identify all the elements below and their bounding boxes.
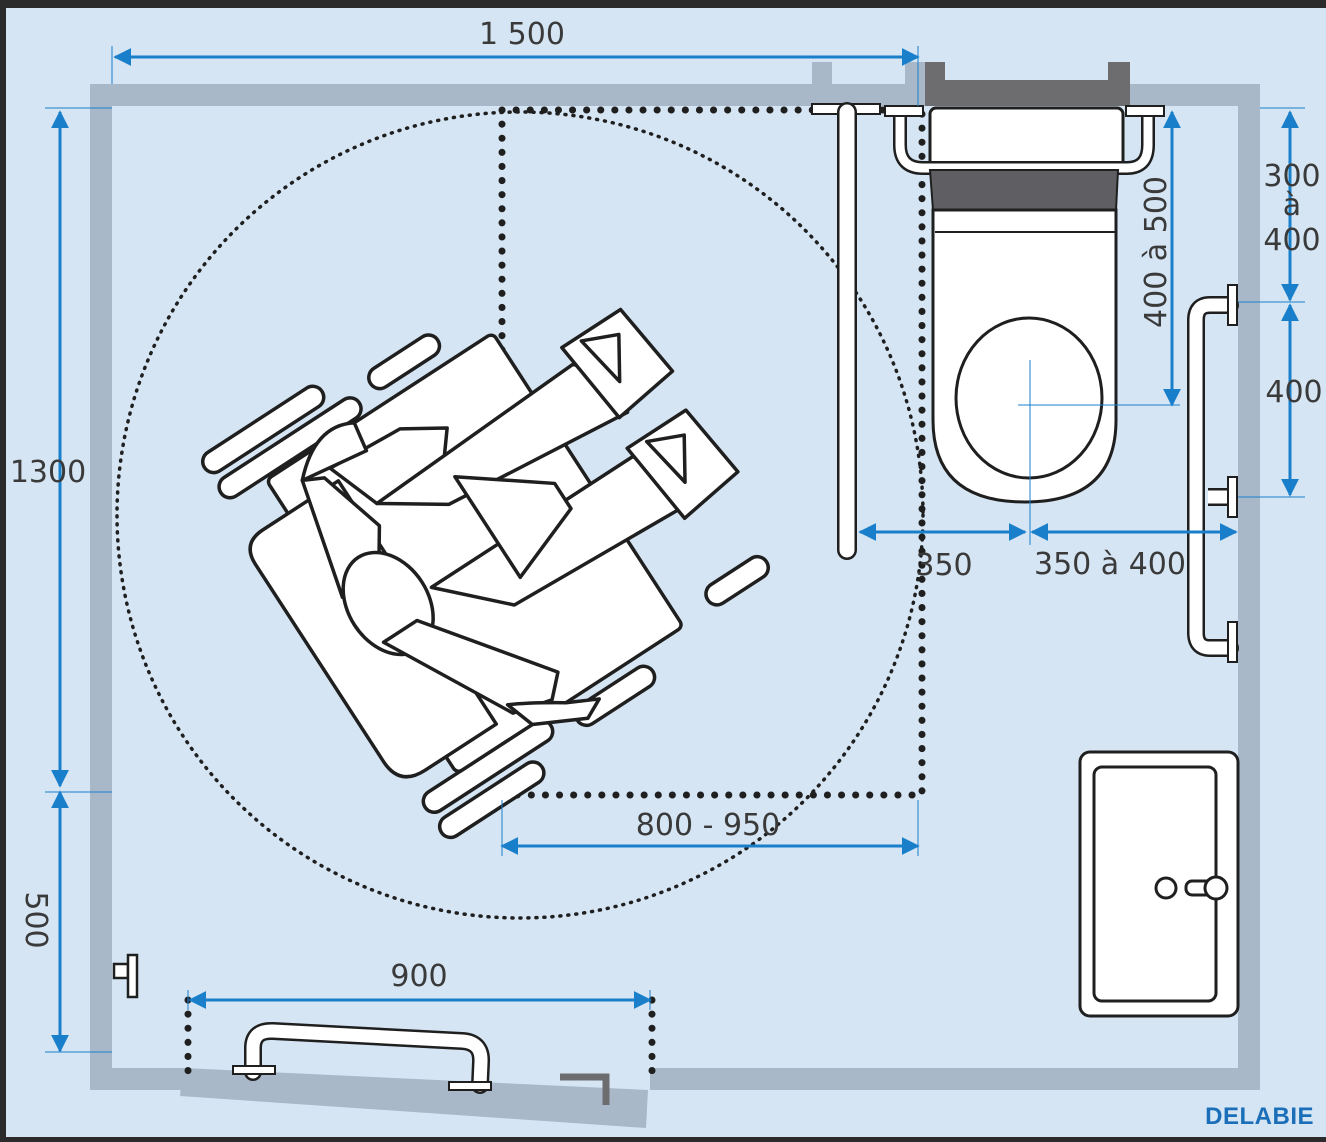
wall-grab-bar [1187, 284, 1239, 663]
label-bar-height-line3: 400 [1263, 223, 1320, 258]
toilet-icon [884, 105, 1165, 504]
washbasin-icon [1078, 750, 1240, 1018]
door-handle [560, 1073, 610, 1105]
door-stop [112, 953, 139, 999]
label-bar-offset: 400 à 500 [1139, 176, 1174, 328]
cistern [812, 62, 1130, 106]
door-grab-bar [232, 1021, 492, 1094]
label-bar-height-line2: à [1283, 188, 1301, 223]
turning-circle [115, 110, 925, 920]
label-room-depth: 1300 [10, 455, 86, 490]
label-door-offset: 500 [18, 891, 53, 948]
extension-lines [45, 46, 1305, 1053]
label-bar-length: 400 [1265, 375, 1322, 410]
wall-bottom-right [650, 1068, 1260, 1090]
room-walls [90, 84, 1260, 1128]
wall-left [90, 84, 112, 1090]
wheelchair-user-icon [201, 307, 770, 840]
door-swing-markers [184, 996, 656, 1079]
brand-logo: DELABIE [1205, 1103, 1314, 1130]
label-room-width: 1 500 [479, 17, 565, 52]
door-leaf [180, 1068, 648, 1128]
label-axis-to-wall: 350 à 400 [1034, 547, 1186, 582]
label-bar-height-line1: 300 [1263, 159, 1320, 194]
label-door-width: 900 [390, 959, 447, 994]
wall-bottom-left [90, 1068, 190, 1090]
label-transfer-zone: 800 - 950 [636, 808, 780, 843]
label-bar-to-axis: 350 [915, 548, 972, 583]
wall-right [1238, 84, 1260, 1090]
dimension-arrows [51, 48, 1299, 1053]
folding-grab-bar [811, 102, 881, 560]
